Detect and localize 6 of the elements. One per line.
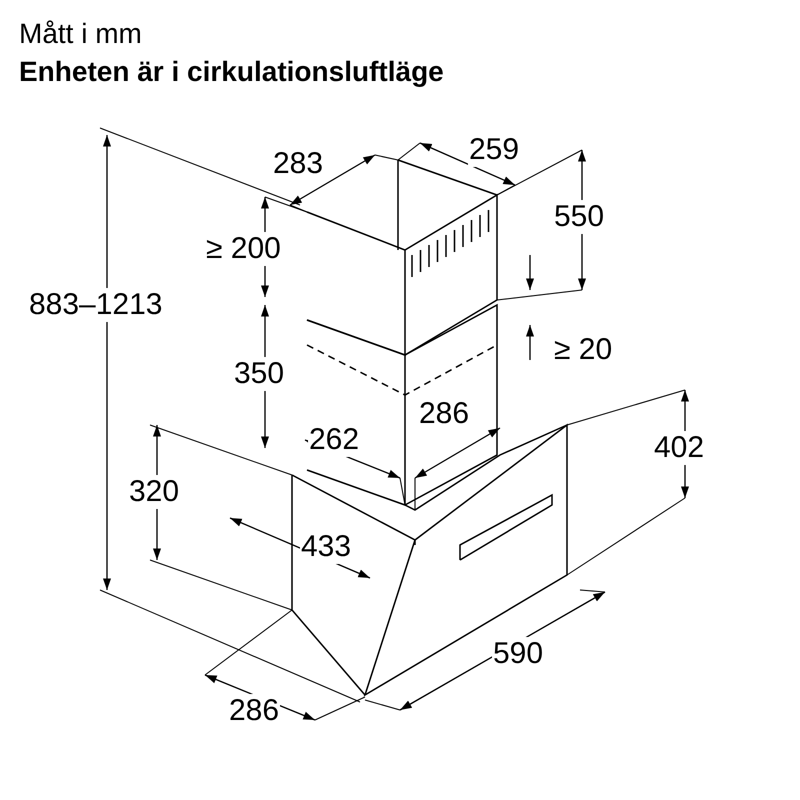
dimension-label: 883–1213 bbox=[28, 288, 164, 322]
dimension-label: 550 bbox=[553, 200, 606, 234]
dimension-label: 350 bbox=[233, 357, 286, 391]
dimension-label: 320 bbox=[128, 475, 180, 509]
dimension-label: 402 bbox=[653, 431, 706, 465]
dimension-label: ≥ 200 bbox=[205, 232, 282, 266]
